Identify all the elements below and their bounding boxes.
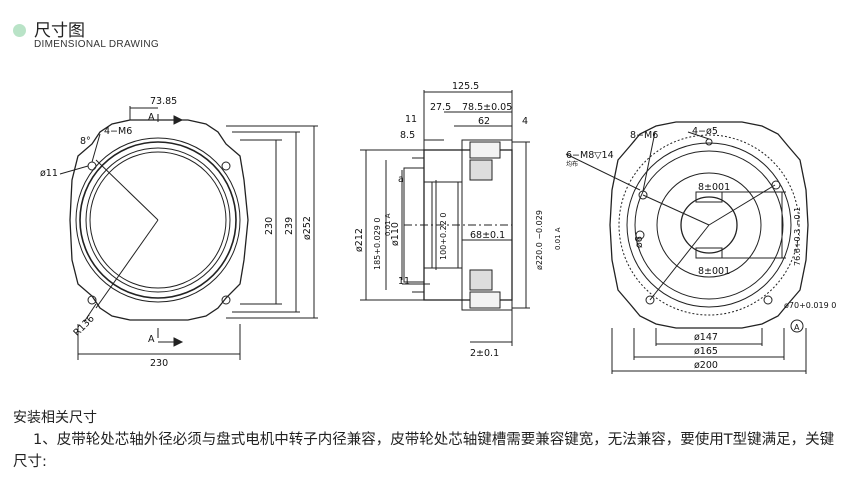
page-title: 尺寸图	[34, 21, 85, 41]
front-dim-239: 239	[284, 217, 295, 235]
rear-m8-note: 均布	[566, 160, 578, 168]
side-dim-78-5: 78.5±0.05	[462, 102, 512, 113]
dimensional-drawing: 73.85 A A 4−M6 8° ø11 R136 230 239 ø252 …	[40, 81, 836, 374]
rear-dim-76-6: 76.6+0.3 −0.1	[793, 207, 802, 266]
front-section-a-bottom: A	[148, 334, 155, 345]
side-dim-220: ø220.0 −0.029	[535, 210, 544, 270]
front-dim-230-vertical: 230	[264, 217, 275, 235]
front-radius-label: R136	[72, 313, 97, 338]
side-dim-11-top: 11	[405, 114, 417, 125]
rear-keyway-bottom: 8±001	[698, 266, 730, 277]
front-dim-230-horizontal: 230	[150, 358, 168, 369]
side-dim-2: 2±0.1	[470, 348, 499, 359]
rear-view	[565, 121, 809, 374]
rear-dim-70: ø70+0.019 0	[784, 301, 836, 310]
front-angle-label: 8°	[80, 136, 91, 147]
rear-dim-6: ø6	[634, 236, 645, 248]
rear-dim-165: ø165	[694, 346, 718, 357]
side-dim-100: 100+0.22 0	[439, 213, 448, 260]
front-dim-73-85: 73.85	[150, 96, 177, 107]
section-title: 安装相关尺寸	[13, 410, 97, 426]
side-dim-185: 185+0.029 0	[373, 217, 382, 270]
rear-datum-a: A	[794, 323, 800, 332]
rear-dim-147: ø147	[694, 332, 718, 343]
side-dim-110: ø110	[390, 222, 401, 246]
section-paragraph: 1、皮带轮处芯轴外径必须与盘式电机中转子内径兼容，皮带轮处芯轴键槽需要兼容键宽，…	[13, 432, 835, 470]
front-dim-252: ø252	[302, 216, 313, 240]
rear-m8-label: 6−M8▽14	[566, 150, 614, 161]
front-bolt-label: 4−M6	[104, 126, 132, 137]
rear-keyway-top: 8±001	[698, 182, 730, 193]
section-bullet-dot	[13, 24, 26, 37]
page-subtitle: DIMENSIONAL DRAWING	[34, 39, 159, 50]
side-dim-125-5: 125.5	[452, 81, 479, 92]
front-view	[59, 106, 318, 360]
rear-m6-label: 8−M6	[630, 130, 658, 141]
side-section-view	[360, 90, 530, 346]
side-tolerance-1: 0.01 A	[384, 213, 392, 236]
side-dim-62: 62	[478, 116, 490, 127]
side-dim-11-bottom: 11	[398, 276, 410, 287]
side-dim-27-5: 27.5	[430, 102, 451, 113]
side-dim-8-5: 8.5	[400, 130, 415, 141]
rear-dim-200: ø200	[694, 360, 718, 371]
front-hole-label: ø11	[40, 168, 58, 179]
rear-hole-label: 4−ø5	[692, 126, 718, 137]
side-dim-68: 68±0.1	[470, 230, 505, 241]
side-dim-212: ø212	[354, 228, 365, 252]
side-tolerance-2: 0.01 A	[554, 227, 562, 250]
side-dim-4: 4	[522, 116, 528, 127]
front-section-a-top: A	[148, 112, 155, 123]
side-datum-a: a	[398, 174, 404, 185]
